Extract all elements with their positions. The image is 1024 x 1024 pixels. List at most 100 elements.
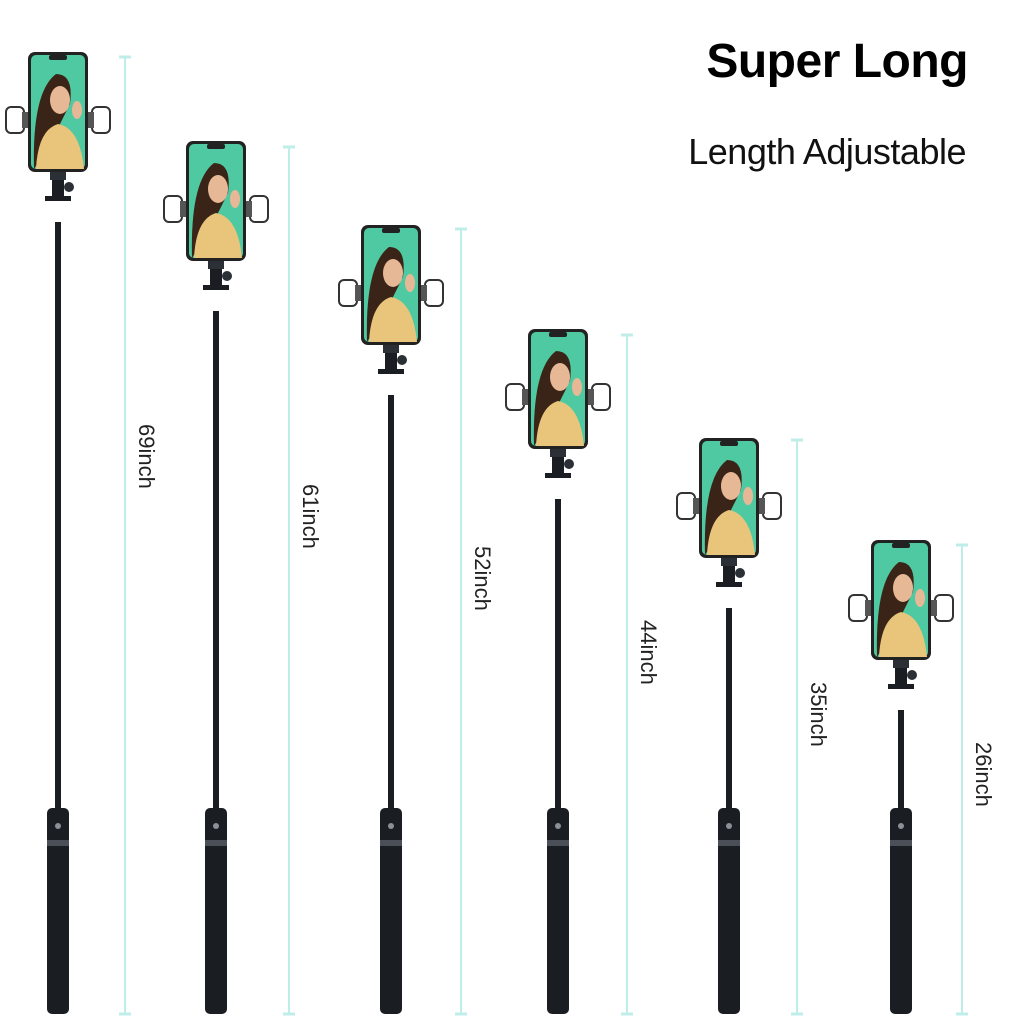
fill-light-left (505, 383, 525, 411)
person-shirt (36, 124, 84, 169)
phone-notch (207, 144, 225, 149)
light-clip-left (865, 600, 873, 616)
selfie-stick-35 (676, 438, 803, 1016)
light-clip-left (522, 389, 530, 405)
phone-notch (549, 332, 567, 337)
telescopic-pole (555, 499, 561, 808)
remote-button-icon (898, 823, 904, 829)
fill-light-right (762, 492, 782, 520)
person-hand (915, 589, 925, 607)
fill-light-right (249, 195, 269, 223)
phone-notch (382, 228, 400, 233)
person-hand (405, 274, 415, 292)
light-clip-right (419, 285, 427, 301)
fill-light-left (676, 492, 696, 520)
length-label-52: 52inch (470, 546, 495, 611)
remote-button-icon (388, 823, 394, 829)
grip-handle (380, 808, 402, 1014)
tilt-head (385, 351, 397, 373)
light-clip-right (86, 112, 94, 128)
selfie-stick-61 (163, 141, 295, 1016)
light-clip-right (757, 498, 765, 514)
phone-notch (720, 441, 738, 446)
fill-light-left (338, 279, 358, 307)
grip-band (380, 840, 402, 846)
person-face (721, 472, 741, 500)
person-shirt (879, 612, 927, 657)
grip-handle (205, 808, 227, 1014)
fill-light-left (5, 106, 25, 134)
person-shirt (707, 510, 755, 555)
light-clip-right (586, 389, 594, 405)
grip-band (890, 840, 912, 846)
fill-light-left (163, 195, 183, 223)
person-hand (743, 487, 753, 505)
selfie-stick-52 (338, 225, 467, 1016)
telescopic-pole (726, 608, 732, 808)
tilt-head (552, 455, 564, 477)
light-clip-left (693, 498, 701, 514)
lock-knob-icon (907, 670, 917, 680)
clamp-mount (550, 449, 566, 457)
clamp-mount (893, 660, 909, 668)
clamp-mount (721, 558, 737, 566)
telescopic-pole (213, 311, 219, 808)
length-label-69: 69inch (134, 424, 159, 489)
person-hand (572, 378, 582, 396)
length-label-35: 35inch (806, 682, 831, 747)
phone-notch (49, 55, 67, 60)
fill-light-left (848, 594, 868, 622)
grip-handle (890, 808, 912, 1014)
fill-light-right (934, 594, 954, 622)
phone-notch (892, 543, 910, 548)
grip-band (547, 840, 569, 846)
person-face (550, 363, 570, 391)
telescopic-pole (388, 395, 394, 808)
person-hand (230, 190, 240, 208)
grip-band (718, 840, 740, 846)
person-face (383, 259, 403, 287)
grip-handle (47, 808, 69, 1014)
remote-button-icon (55, 823, 61, 829)
tilt-head (895, 666, 907, 688)
page-title: Super Long (706, 35, 968, 88)
light-clip-left (22, 112, 30, 128)
person-shirt (194, 213, 242, 258)
lock-knob-icon (397, 355, 407, 365)
remote-button-icon (726, 823, 732, 829)
tilt-head (210, 267, 222, 289)
person-shirt (369, 297, 417, 342)
selfie-stick-26 (848, 540, 968, 1016)
grip-band (47, 840, 69, 846)
person-shirt (536, 401, 584, 446)
clamp-mount (383, 345, 399, 353)
remote-button-icon (555, 823, 561, 829)
length-label-61: 61inch (298, 484, 323, 549)
light-clip-left (355, 285, 363, 301)
lock-knob-icon (564, 459, 574, 469)
lock-knob-icon (222, 271, 232, 281)
light-clip-left (180, 201, 188, 217)
person-face (893, 574, 913, 602)
tilt-head (723, 564, 735, 586)
person-hand (72, 101, 82, 119)
grip-handle (718, 808, 740, 1014)
light-clip-right (929, 600, 937, 616)
clamp-mount (50, 172, 66, 180)
light-clip-right (244, 201, 252, 217)
fill-light-right (424, 279, 444, 307)
lock-knob-icon (735, 568, 745, 578)
selfie-stick-44 (505, 329, 633, 1016)
grip-band (205, 840, 227, 846)
length-label-44: 44inch (636, 620, 661, 685)
lock-knob-icon (64, 182, 74, 192)
grip-handle (547, 808, 569, 1014)
clamp-mount (208, 261, 224, 269)
person-face (208, 175, 228, 203)
fill-light-right (591, 383, 611, 411)
fill-light-right (91, 106, 111, 134)
remote-button-icon (213, 823, 219, 829)
page-subtitle: Length Adjustable (688, 131, 966, 172)
selfie-stick-69 (5, 52, 131, 1016)
